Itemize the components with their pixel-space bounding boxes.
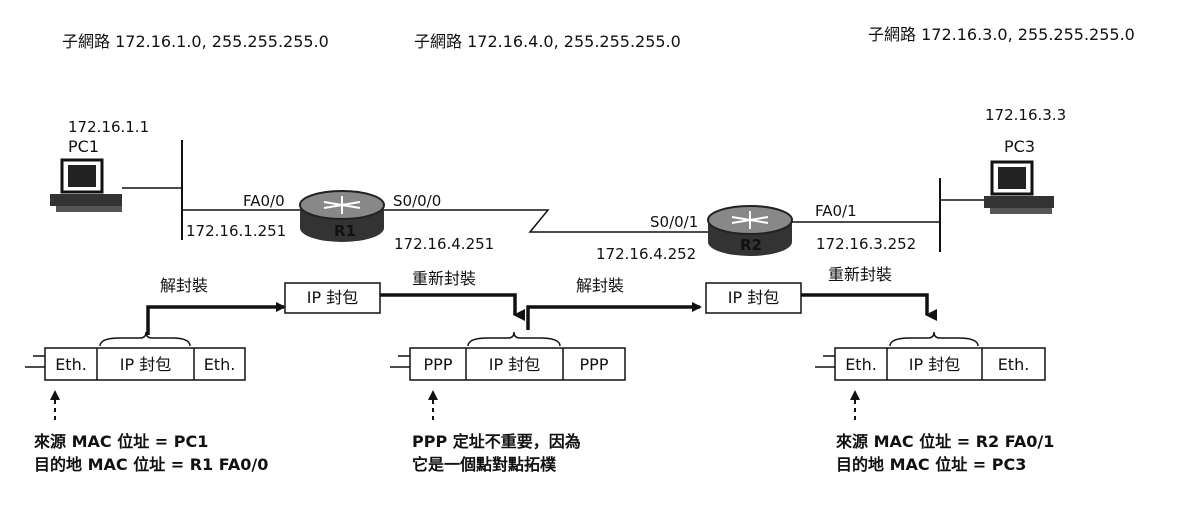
subnet-middle-label: 子網路 172.16.4.0, 255.255.255.0 [414,32,681,51]
note-right-line2: 目的地 MAC 位址 = PC3 [836,455,1027,474]
ip-packet-box-2 [705,282,802,314]
frame-right-payload: IP 封包 [908,355,961,374]
frame-right [815,331,1046,381]
encap1-arrow [380,293,525,321]
pc1-name: PC1 [68,137,99,156]
pc3-name: PC3 [1004,137,1035,156]
note-left-line2: 目的地 MAC 位址 = R1 FA0/0 [34,455,269,474]
r1-fa-ip: 172.16.1.251 [186,222,287,240]
r1-router-icon [299,190,385,242]
serial-link [384,209,708,233]
pc3-ip: 172.16.3.3 [985,106,1067,124]
frame-left-trailer: Eth. [203,355,236,374]
frame-middle-header: PPP [423,355,453,374]
ip-packet-box-1 [284,282,381,314]
subnet-left-label: 子網路 172.16.1.0, 255.255.255.0 [62,32,329,51]
pc1-computer-icon [50,158,122,212]
decap1-label: 解封裝 [160,276,209,295]
frame-right-trailer: Eth. [997,355,1030,374]
frame-right-header: Eth. [845,355,877,374]
subnet-right-label: 子網路 172.16.3.0, 255.255.255.0 [868,25,1135,44]
note-right-line1: 來源 MAC 位址 = R2 FA0/1 [836,432,1055,451]
r1-fa-iface: FA0/0 [243,192,285,210]
encap2-arrow [800,293,937,321]
note-middle-line1: PPP 定址不重要，因為 [412,432,581,451]
frame-middle [390,331,626,381]
decap2-arrow [526,302,702,330]
frame-left-header: Eth. [55,355,87,374]
frame-left-payload: IP 封包 [119,355,172,374]
encap1-label: 重新封裝 [412,269,477,288]
r2-serial-iface: S0/0/1 [650,213,699,231]
r2-router-icon [707,205,793,256]
r2-label: R2 [740,236,762,254]
ip-packet-label-2: IP 封包 [727,288,780,307]
r1-serial-iface: S0/0/0 [393,192,442,210]
frame-left [25,331,246,381]
note-left-line1: 來源 MAC 位址 = PC1 [34,432,209,451]
r2-fa-ip: 172.16.3.252 [816,235,917,253]
ip-packet-label-1: IP 封包 [306,288,359,307]
encap2-label: 重新封裝 [828,265,893,284]
pc3-computer-icon [984,160,1054,214]
r2-fa-iface: FA0/1 [815,202,857,220]
frame-middle-payload: IP 封包 [488,355,541,374]
r1-label: R1 [334,222,356,240]
decap2-label: 解封裝 [576,276,625,295]
note-middle-line2: 它是一個點對點拓樸 [412,455,557,474]
decap1-arrow [146,302,286,335]
pc1-ip: 172.16.1.1 [68,118,150,136]
frame-middle-trailer: PPP [579,355,609,374]
r1-serial-ip: 172.16.4.251 [394,235,495,253]
r2-serial-ip: 172.16.4.252 [596,245,697,263]
